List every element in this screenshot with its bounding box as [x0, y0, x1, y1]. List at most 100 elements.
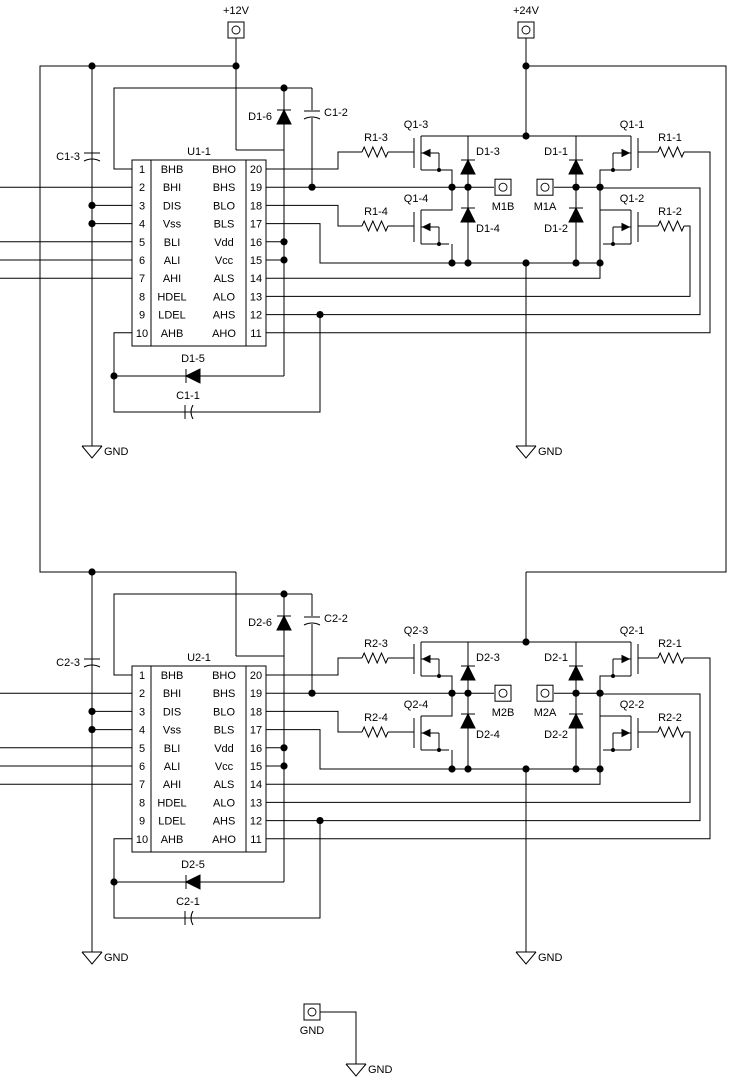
pin-name: BHO	[212, 164, 236, 176]
ground-symbol	[81, 445, 103, 459]
wire-12v-loop	[39, 65, 236, 573]
diode-1-label: D1-1	[544, 146, 568, 158]
pin-number: 1	[139, 164, 145, 176]
resistor-2	[657, 219, 685, 233]
mosfet-3-arrow	[421, 148, 431, 158]
pin-number: 13	[250, 291, 262, 303]
cap-boot-hi-label: C2-2	[324, 613, 348, 625]
mosfet-3-node	[437, 168, 441, 172]
pin-name: LDEL	[158, 310, 186, 322]
pin-name: AHS	[213, 816, 236, 828]
mosfet-2-arrow	[621, 728, 631, 738]
pin-name: Vdd	[214, 743, 234, 755]
resistor-3-label: R1-3	[364, 132, 388, 144]
pin-number: 18	[250, 706, 262, 718]
resistor-2	[657, 725, 685, 739]
cap-boot-lo-label: C2-1	[176, 896, 200, 908]
connector-m-b	[494, 178, 512, 196]
junction-dot	[448, 689, 456, 697]
pin-name: ALO	[213, 797, 235, 809]
cap-boot-lo-label: C1-1	[176, 390, 200, 402]
pin-number: 20	[250, 164, 262, 176]
connector-m-a	[536, 178, 554, 196]
pin-number: 17	[250, 219, 262, 231]
pin-name: ALS	[214, 273, 235, 285]
diode-boot-lo-label: D2-5	[181, 859, 205, 871]
resistor-3-label: R2-3	[364, 638, 388, 650]
ground-label: GND	[538, 446, 563, 458]
diode-4-label: D1-4	[476, 223, 500, 235]
mosfet-4-node	[437, 242, 441, 246]
pin-number: 11	[250, 328, 261, 340]
diode-3	[460, 158, 476, 175]
junction-dot	[448, 183, 456, 191]
pin-name: BHS	[213, 182, 236, 194]
wire-ahs	[266, 187, 701, 316]
mosfet-4-node	[437, 748, 441, 752]
pin-number: 3	[139, 200, 145, 212]
wire-aho	[266, 657, 711, 840]
connector-m-a-hole	[540, 688, 550, 698]
pin-name: ALI	[164, 255, 181, 267]
resistor-1	[657, 651, 685, 665]
resistor-1-label: R2-1	[658, 638, 682, 650]
wire-als	[266, 694, 601, 785]
wire-bhb	[113, 87, 284, 170]
label-24v: +24V	[513, 5, 540, 17]
resistor-3	[361, 651, 389, 665]
connector-12v	[227, 21, 245, 39]
resistor-1-label: R1-1	[658, 132, 682, 144]
wire-alo	[266, 225, 691, 297]
connector-m-a-hole	[540, 182, 550, 192]
pin-number: 20	[250, 670, 262, 682]
pin-name: ALO	[213, 291, 235, 303]
mosfet-4-arrow	[421, 222, 431, 232]
pin-number: 12	[250, 310, 262, 322]
pin-number: 3	[139, 706, 145, 718]
pin-name: BHS	[213, 688, 236, 700]
pin-number: 2	[139, 182, 145, 194]
pin-name: AHO	[212, 834, 236, 846]
driver-ic	[131, 159, 267, 347]
pin-number: 6	[139, 255, 145, 267]
pin-name: BLI	[164, 743, 181, 755]
pin-number: 8	[139, 797, 145, 809]
junction-dot	[88, 726, 96, 734]
pin-name: BHB	[161, 670, 184, 682]
diode-boot-lo	[184, 874, 201, 890]
wire-aho	[266, 151, 711, 334]
diode-4-label: D2-4	[476, 729, 500, 741]
pin-name: ALI	[164, 761, 181, 773]
ground-label: GND	[368, 1064, 393, 1076]
pin-name: BHB	[161, 164, 184, 176]
ground-label: GND	[538, 952, 563, 964]
connector-m-a	[536, 684, 554, 702]
pin-name: BHI	[163, 182, 181, 194]
mosfet-4-label: Q2-4	[404, 699, 428, 711]
pin-name: LDEL	[158, 816, 186, 828]
pin-number: 19	[250, 688, 262, 700]
ground-label: GND	[104, 446, 129, 458]
diode-boot-lo-label: D1-5	[181, 353, 205, 365]
pin-number: 12	[250, 816, 262, 828]
pin-name: Vcc	[215, 761, 234, 773]
label-gnd-connector: GND	[300, 1025, 325, 1037]
pin-number: 14	[250, 779, 262, 791]
pin-number: 7	[139, 779, 145, 791]
wire-gnd-connector	[320, 1011, 357, 1064]
diode-1	[568, 664, 584, 681]
mosfet-4-arrow	[421, 728, 431, 738]
diode-boot-hi	[276, 108, 292, 125]
pin-number: 7	[139, 273, 145, 285]
pin-name: BLI	[164, 237, 181, 249]
pin-number: 5	[139, 237, 145, 249]
pin-name: Vdd	[214, 237, 234, 249]
pin-name: BLS	[214, 725, 235, 737]
mosfet-3-label: Q1-3	[404, 119, 428, 131]
pin-number: 4	[139, 219, 145, 231]
diode-2-label: D1-2	[544, 223, 568, 235]
mosfet-1-node	[611, 674, 615, 678]
